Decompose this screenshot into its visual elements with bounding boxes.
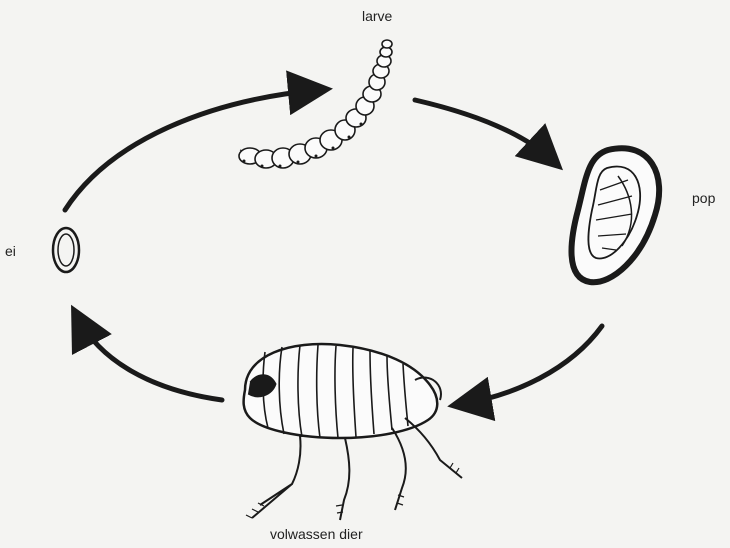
larva-illustration bbox=[239, 40, 392, 168]
arrow-pupa-to-adult bbox=[462, 326, 602, 404]
pupa-illustration bbox=[571, 148, 659, 282]
egg-label: ei bbox=[5, 243, 16, 259]
pupa-label: pop bbox=[692, 190, 715, 206]
larva-label: larve bbox=[362, 8, 392, 24]
arrow-larva-to-pupa bbox=[415, 100, 552, 160]
adult-label: volwassen dier bbox=[270, 526, 363, 542]
egg-illustration bbox=[53, 228, 79, 272]
arrow-adult-to-egg bbox=[78, 318, 222, 400]
adult-flea-illustration bbox=[244, 344, 462, 520]
